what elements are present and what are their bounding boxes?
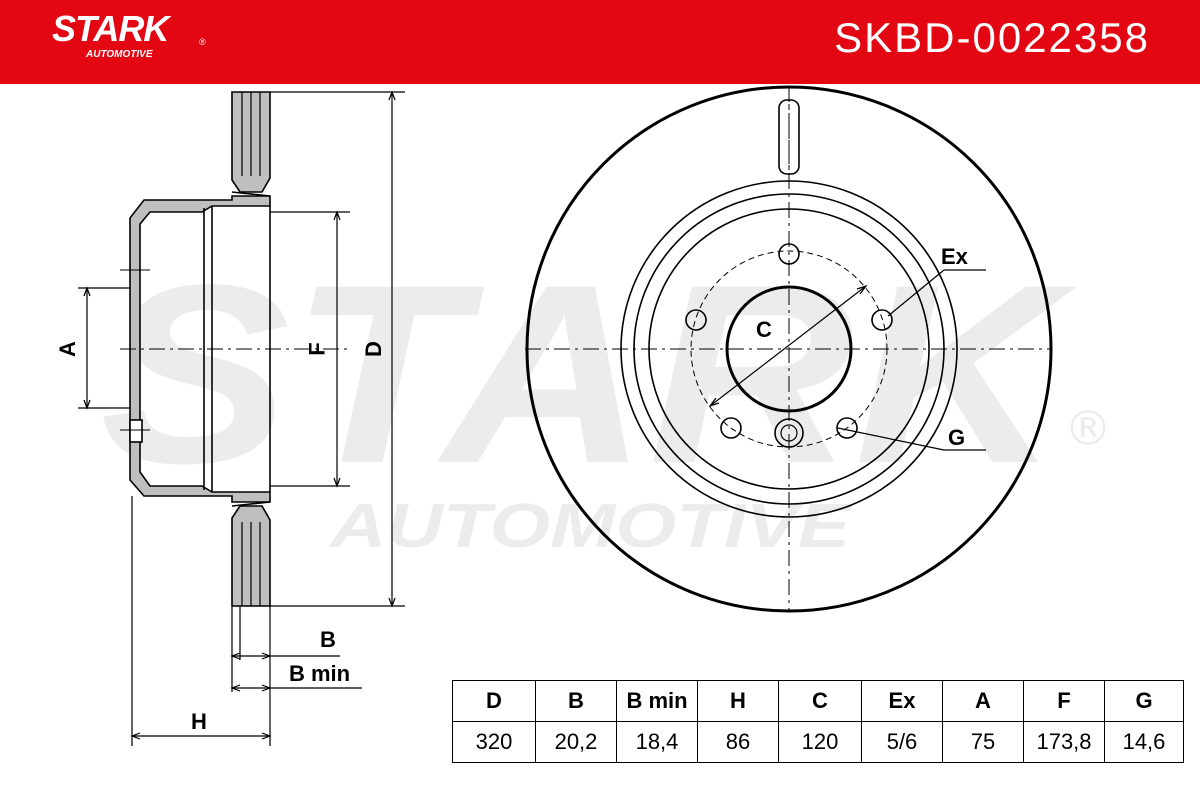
watermark: STARK AUTOMOTIVE ® (100, 232, 1112, 561)
label-G: G (948, 425, 966, 450)
label-A: A (54, 341, 80, 357)
label-Ex: Ex (941, 244, 968, 269)
side-dimensions (78, 90, 405, 746)
brand-logo: STARK (52, 8, 169, 49)
side-view (120, 91, 350, 607)
registered-mark: ® (199, 37, 206, 47)
spec-value-row: 320 20,2 18,4 86 120 5/6 75 173,8 14,6 (452, 721, 1184, 763)
spec-value-cell: 75 (942, 721, 1024, 763)
spec-value-cell: 20,2 (535, 721, 617, 763)
label-F: F (304, 342, 330, 356)
spec-header-cell: Ex (861, 680, 943, 722)
label-B: B (320, 627, 336, 652)
label-C: C (756, 317, 772, 342)
spec-header-cell: G (1104, 680, 1184, 722)
label-D: D (360, 341, 386, 357)
bolt-hole (836, 417, 858, 439)
bolt-hole (720, 417, 742, 439)
label-B-min: B min (289, 661, 351, 686)
spec-value-cell: 14,6 (1104, 721, 1184, 763)
spec-header-cell: C (778, 680, 862, 722)
brand-logo-subtitle: AUTOMOTIVE (86, 49, 153, 60)
spec-table: D B B min H C Ex A F G 320 20,2 18,4 86 … (452, 680, 1184, 763)
spec-header-cell: B min (616, 680, 698, 722)
spec-header-cell: H (697, 680, 779, 722)
spec-value-cell: 18,4 (616, 721, 698, 763)
spec-value-cell: 320 (452, 721, 536, 763)
part-number: SKBD-0022358 (834, 14, 1150, 61)
spec-header-cell: F (1023, 680, 1105, 722)
bolt-hole (871, 309, 893, 331)
spec-value-cell: 173,8 (1023, 721, 1105, 763)
spec-value-cell: 86 (697, 721, 779, 763)
spec-header-cell: D (452, 680, 536, 722)
bolt-hole (685, 309, 707, 331)
spec-header-cell: B (535, 680, 617, 722)
front-view (525, 85, 1053, 613)
watermark-text: STARK (100, 232, 1078, 517)
label-H: H (191, 709, 207, 734)
header-bar: STARK AUTOMOTIVE ® SKBD-0022358 (0, 0, 1200, 84)
spec-header-cell: A (942, 680, 1024, 722)
spec-header-row: D B B min H C Ex A F G (452, 680, 1184, 722)
watermark-subtext: AUTOMOTIVE (327, 492, 852, 561)
watermark-registered: ® (1064, 401, 1112, 457)
spec-value-cell: 5/6 (861, 721, 943, 763)
spec-value-cell: 120 (778, 721, 862, 763)
